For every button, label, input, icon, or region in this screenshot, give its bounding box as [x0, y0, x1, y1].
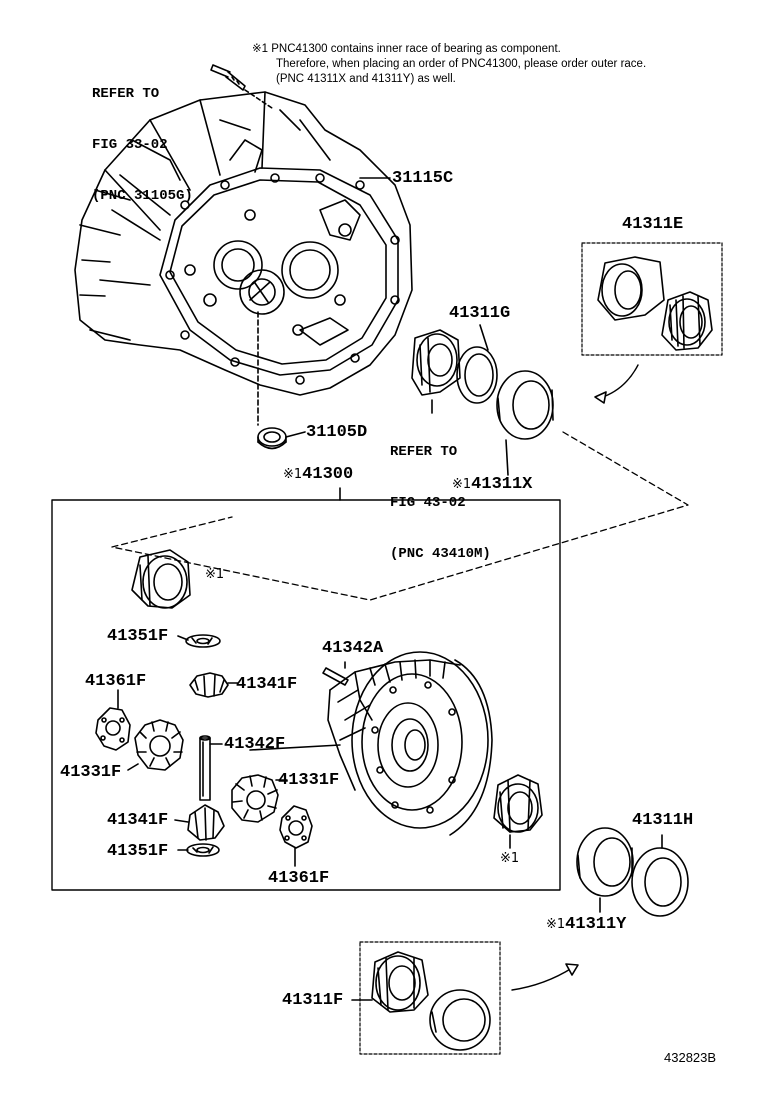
- ref1-line1: REFER TO: [92, 86, 160, 102]
- label-41311Y: ※141311Y: [546, 916, 626, 933]
- ref2-line3: (PNC 43410M): [390, 546, 491, 562]
- arrow-41311F: [511, 967, 573, 991]
- ref1-line2: FIG 33-02: [92, 137, 168, 153]
- label-31105D: 31105D: [306, 423, 368, 442]
- outer-race-41311X: [496, 370, 554, 440]
- bearing-41311F: [371, 951, 491, 1051]
- side-gear-41331F-left: [134, 719, 184, 771]
- box-41311F: [359, 941, 501, 1055]
- washer-41351F-top: [185, 634, 221, 648]
- label-31115C: 31115C: [392, 169, 454, 188]
- box-41300: [51, 499, 561, 891]
- transaxle-housing: [74, 91, 413, 396]
- pin-41342F: [199, 735, 211, 801]
- leader-bolt: [244, 89, 273, 109]
- box-41311E: [581, 242, 723, 356]
- label-41311H: 41311H: [632, 811, 694, 830]
- label-41311Y-text: 41311Y: [565, 915, 627, 934]
- label-41300-text: 41300: [302, 465, 354, 484]
- refer-block-fig43: REFER TO FIG 43-02 (PNC 43410M): [390, 410, 491, 580]
- note-line-1: PNC41300 contains inner race of bearing …: [271, 43, 561, 55]
- mark-bearing-top: ※1: [205, 566, 224, 583]
- shim-41311G: [456, 346, 498, 404]
- outer-race-41311Y: [576, 827, 634, 897]
- label-41311X: ※141311X: [452, 476, 532, 493]
- note-mark: ※1: [252, 43, 269, 55]
- mark-41311X: ※1: [452, 477, 472, 492]
- washer-41361F-left: [95, 707, 131, 751]
- label-41342F: 41342F: [224, 735, 286, 754]
- side-gear-41331F-right: [231, 774, 279, 823]
- bearing-inner-41311G-area: [411, 329, 461, 396]
- label-41311E: 41311E: [622, 215, 684, 234]
- label-41361F-top: 41361F: [85, 672, 147, 691]
- label-41300: ※141300: [283, 466, 353, 483]
- ref1-line3: (PNC 31105G): [92, 188, 193, 204]
- label-41341F-top: 41341F: [236, 675, 298, 694]
- figure-id: 432823B: [664, 1050, 717, 1065]
- label-41311F: 41311F: [282, 991, 344, 1010]
- bearing-41311E: [597, 256, 713, 351]
- label-41331F-right: 41331F: [278, 771, 340, 790]
- refer-block-fig33: REFER TO FIG 33-02 (PNC 31105G): [92, 52, 193, 222]
- label-41351F-top: 41351F: [107, 627, 169, 646]
- washer-41351F-bottom: [186, 843, 220, 857]
- differential-case: [327, 651, 493, 836]
- oil-seal-31105D: [257, 427, 287, 450]
- note-text: ※1 PNC41300 contains inner race of beari…: [252, 42, 646, 87]
- bolt-31105G: [210, 64, 246, 91]
- label-41351F-bottom: 41351F: [107, 842, 169, 861]
- mark-41300: ※1: [283, 467, 303, 482]
- note-line-2: Therefore, when placing an order of PNC4…: [276, 58, 647, 70]
- label-41311X-text: 41311X: [471, 475, 533, 494]
- label-41311G: 41311G: [449, 304, 511, 323]
- pin-41342A: [322, 667, 349, 686]
- bearing-bottom: [493, 774, 543, 833]
- shim-41311H: [631, 847, 689, 917]
- label-41331F-left: 41331F: [60, 763, 122, 782]
- ref2-line1: REFER TO: [390, 444, 458, 460]
- label-41341F-bottom: 41341F: [107, 811, 169, 830]
- ref2-line2: FIG 43-02: [390, 495, 466, 511]
- washer-41361F-right: [279, 805, 313, 849]
- label-41342A: 41342A: [322, 639, 384, 658]
- mark-bearing-bottom: ※1: [500, 850, 519, 867]
- pinion-41341F-bottom: [187, 804, 225, 841]
- label-41361F-bottom: 41361F: [268, 869, 330, 888]
- mark-41311Y: ※1: [546, 917, 566, 932]
- mark-bearing-bottom-text: ※1: [500, 851, 520, 866]
- note-line-3: (PNC 41311X and 41311Y) as well.: [276, 73, 456, 85]
- pinion-41341F-top: [189, 672, 229, 698]
- bearing-top: [131, 549, 191, 609]
- mark-bearing-top-text: ※1: [205, 567, 225, 582]
